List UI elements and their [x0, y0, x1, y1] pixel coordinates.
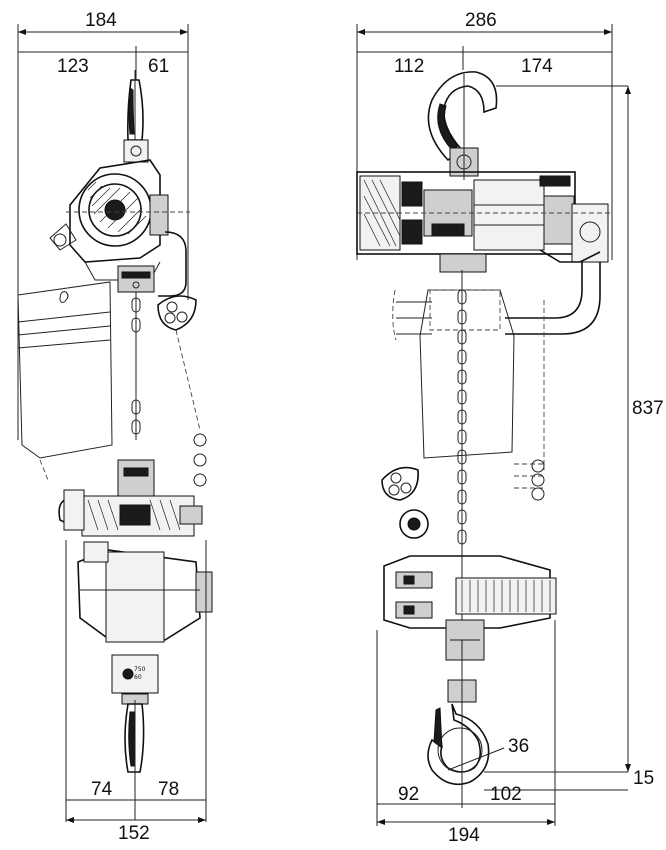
side-triangle-link [157, 295, 197, 331]
front-hook-offset: 15 [633, 768, 654, 789]
side-lower-block [58, 459, 203, 537]
front-top-hook [427, 71, 628, 180]
front-triangle-link [381, 466, 429, 539]
side-bottom-overall-width: 152 [118, 823, 150, 844]
side-left-width: 123 [57, 56, 89, 77]
front-bottom-left-width: 92 [398, 784, 419, 805]
side-view: 184 123 61 [17, 10, 213, 844]
front-left-width: 112 [394, 56, 424, 77]
front-bottom-overall-width: 194 [448, 825, 480, 846]
svg-text:60: 60 [134, 674, 142, 681]
front-height-dimension-lines [484, 86, 631, 791]
side-bottom-dimension-lines [65, 540, 207, 823]
side-motor [77, 541, 213, 643]
front-bottom-right-width: 102 [490, 784, 522, 805]
front-hook-opening: 36 [508, 736, 529, 757]
svg-text:750: 750 [134, 666, 146, 673]
side-top-dimension-lines [17, 24, 189, 440]
front-lower-motor [383, 555, 557, 661]
front-overall-height: 837 [632, 398, 664, 419]
side-right-width: 61 [148, 56, 169, 77]
side-overall-width: 184 [85, 10, 117, 31]
front-bottom-hook [427, 679, 490, 786]
side-label-plate [117, 265, 155, 293]
side-bottom-right-width: 78 [158, 779, 179, 800]
side-chain [131, 292, 207, 487]
side-bottom-left-width: 74 [91, 779, 113, 800]
side-gear-housing [49, 159, 190, 297]
front-chain-bag [392, 289, 545, 501]
front-top-dimension-lines [356, 24, 613, 260]
front-right-width: 174 [521, 56, 553, 77]
front-overall-width: 286 [465, 10, 497, 31]
front-control-hose [505, 262, 601, 335]
front-view: 286 112 174 [356, 10, 664, 846]
front-hoist-body [356, 171, 612, 273]
side-chain-bag [17, 281, 113, 481]
front-bottom-dimension-lines [376, 620, 556, 826]
side-bottom-hook: 750 60 [111, 654, 159, 820]
side-top-hook [123, 70, 149, 163]
front-hook-opening-leader [447, 747, 505, 771]
